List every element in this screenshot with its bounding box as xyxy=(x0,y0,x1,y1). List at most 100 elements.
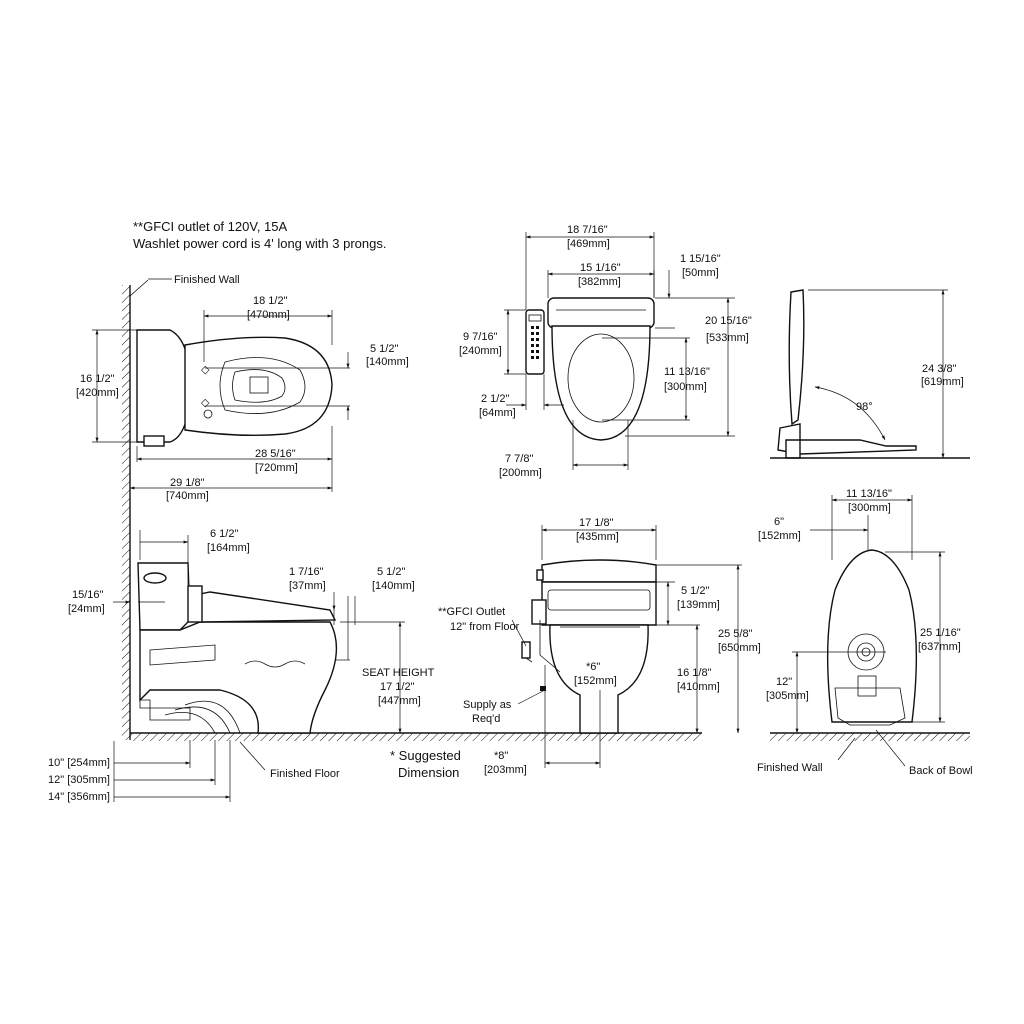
dim-17-1-8: 17 1/8" xyxy=(579,517,614,529)
note-dimension: Dimension xyxy=(398,765,459,780)
seat-unit xyxy=(547,297,655,329)
seat-lid xyxy=(551,325,651,441)
dim-619mm: [619mm] xyxy=(921,376,964,388)
dim-20-15-16: 20 15/16" xyxy=(705,315,752,327)
note-gfci: **GFCI outlet of 120V, 15A xyxy=(133,219,288,234)
floor-hatch xyxy=(130,733,702,741)
dim-410mm: [410mm] xyxy=(677,681,720,693)
dim-203mm: [203mm] xyxy=(484,764,527,776)
dim-24mm: [24mm] xyxy=(68,603,105,615)
dim-8-star: *8" xyxy=(494,750,508,762)
dim-25-1-16: 25 1/16" xyxy=(920,627,961,639)
seat-hinge xyxy=(187,585,203,623)
dim-10in: 10" [254mm] xyxy=(48,757,110,769)
remote-buttons xyxy=(531,326,539,359)
seat-side-view: 24 3/8" [619mm] 98° xyxy=(770,289,970,459)
dim-1-15-16: 1 15/16" xyxy=(680,253,721,265)
seat-opening xyxy=(567,333,635,423)
dim-16-1-8: 16 1/8" xyxy=(677,667,712,679)
dim-7-7-8: 7 7/8" xyxy=(505,453,533,465)
tank-side xyxy=(137,562,191,631)
dim-300mm: [300mm] xyxy=(664,381,707,393)
dim-140mm: [140mm] xyxy=(366,356,409,368)
dim-12in: 12" [305mm] xyxy=(48,774,110,786)
dim-2-1-2: 2 1/2" xyxy=(481,393,509,405)
dim-305mm-back: [305mm] xyxy=(766,690,809,702)
tank-front xyxy=(541,559,657,583)
dim-740mm: [740mm] xyxy=(166,490,209,502)
bowl-rim xyxy=(219,357,306,414)
dim-50mm: [50mm] xyxy=(682,267,719,279)
dim-11-13-16: 11 13/16" xyxy=(664,366,710,378)
seat-front xyxy=(541,581,657,626)
note-power-cord: Washlet power cord is 4' long with 3 pro… xyxy=(133,236,386,251)
seat-lid-open xyxy=(788,289,805,426)
dim-435mm: [435mm] xyxy=(576,531,619,543)
dim-6in-back: 6" xyxy=(774,516,784,528)
bowl-outline xyxy=(184,336,333,437)
notes: **GFCI outlet of 120V, 15A Washlet power… xyxy=(133,219,461,780)
seat-top-view: 18 7/16" [469mm] 15 1/16" [382mm] 1 15/1… xyxy=(459,224,752,479)
finished-wall-back: Finished Wall xyxy=(757,762,823,774)
dim-152mm-front: [152mm] xyxy=(574,675,617,687)
dim-420mm: [420mm] xyxy=(76,387,119,399)
dim-240mm: [240mm] xyxy=(459,345,502,357)
dim-29-1-8: 29 1/8" xyxy=(170,477,205,489)
back-view: 11 13/16" [300mm] 6" [152mm] 25 1/16" [6… xyxy=(757,488,973,777)
dim-5-1-2-side: 5 1/2" xyxy=(377,566,405,578)
angle-98: 98° xyxy=(856,401,873,413)
wall-hatch xyxy=(122,285,130,740)
dim-637mm: [637mm] xyxy=(918,641,961,653)
dim-14in: 14" [356mm] xyxy=(48,791,110,803)
dim-17-1-2: 17 1/2" xyxy=(380,681,415,693)
seat-height-label: SEAT HEIGHT xyxy=(362,667,435,679)
tank-outline xyxy=(136,329,191,443)
gfci-outlet-height: 12" from Floor xyxy=(450,621,520,633)
dim-15-16: 15/16" xyxy=(72,589,104,601)
dim-12in-back: 12" xyxy=(776,676,792,688)
dim-650mm: [650mm] xyxy=(718,642,761,654)
svg-text:◇: ◇ xyxy=(201,397,210,409)
dim-382mm: [382mm] xyxy=(578,276,621,288)
dim-164mm: [164mm] xyxy=(207,542,250,554)
bowl-back xyxy=(826,549,918,723)
back-of-bowl-label: Back of Bowl xyxy=(909,765,973,777)
dim-470mm: [470mm] xyxy=(247,309,290,321)
side-panel xyxy=(531,599,547,625)
dim-28-5-16: 28 5/16" xyxy=(255,448,296,460)
dim-11-13-16-back: 11 13/16" xyxy=(846,488,892,500)
note-suggested: * Suggested xyxy=(390,748,461,763)
dim-6-star: *6" xyxy=(586,661,600,673)
supply-label: Supply as xyxy=(463,699,512,711)
dim-18-7-16: 18 7/16" xyxy=(567,224,608,236)
top-view: Finished Wall ◇ ◇ 18 1/2" [470mm] 5 1/2"… xyxy=(76,274,409,740)
side-view: 6 1/2" [164mm] 15/16" [24mm] 1 7/16" [37… xyxy=(48,528,702,803)
dim-37mm: [37mm] xyxy=(289,580,326,592)
tank-foot xyxy=(143,435,165,447)
dim-720mm: [720mm] xyxy=(255,462,298,474)
dim-18-1-2: 18 1/2" xyxy=(253,295,288,307)
dim-533mm: [533mm] xyxy=(706,332,749,344)
dim-200mm: [200mm] xyxy=(499,467,542,479)
bowl-front xyxy=(549,624,649,734)
supply-req: Req'd xyxy=(472,713,500,725)
remote-control xyxy=(525,309,545,375)
dim-15-1-16: 15 1/16" xyxy=(580,262,621,274)
dim-64mm: [64mm] xyxy=(479,407,516,419)
dim-5-1-2: 5 1/2" xyxy=(370,343,398,355)
dim-16-1-2: 16 1/2" xyxy=(80,373,115,385)
floor-hatch-back xyxy=(770,733,970,741)
dim-139mm: [139mm] xyxy=(677,599,720,611)
dim-447mm: [447mm] xyxy=(378,695,421,707)
dim-140mm-side: [140mm] xyxy=(372,580,415,592)
gfci-outlet-label: **GFCI Outlet xyxy=(438,606,505,618)
dim-1-7-16: 1 7/16" xyxy=(289,566,324,578)
dim-24-3-8: 24 3/8" xyxy=(922,363,957,375)
finished-floor-label: Finished Floor xyxy=(270,768,340,780)
dim-6-1-2: 6 1/2" xyxy=(210,528,238,540)
seat-side-closed xyxy=(189,591,337,623)
flush-lever xyxy=(143,572,167,584)
bowl-side xyxy=(139,621,338,734)
dim-152mm-back: [152mm] xyxy=(758,530,801,542)
finished-wall-label: Finished Wall xyxy=(174,274,240,286)
